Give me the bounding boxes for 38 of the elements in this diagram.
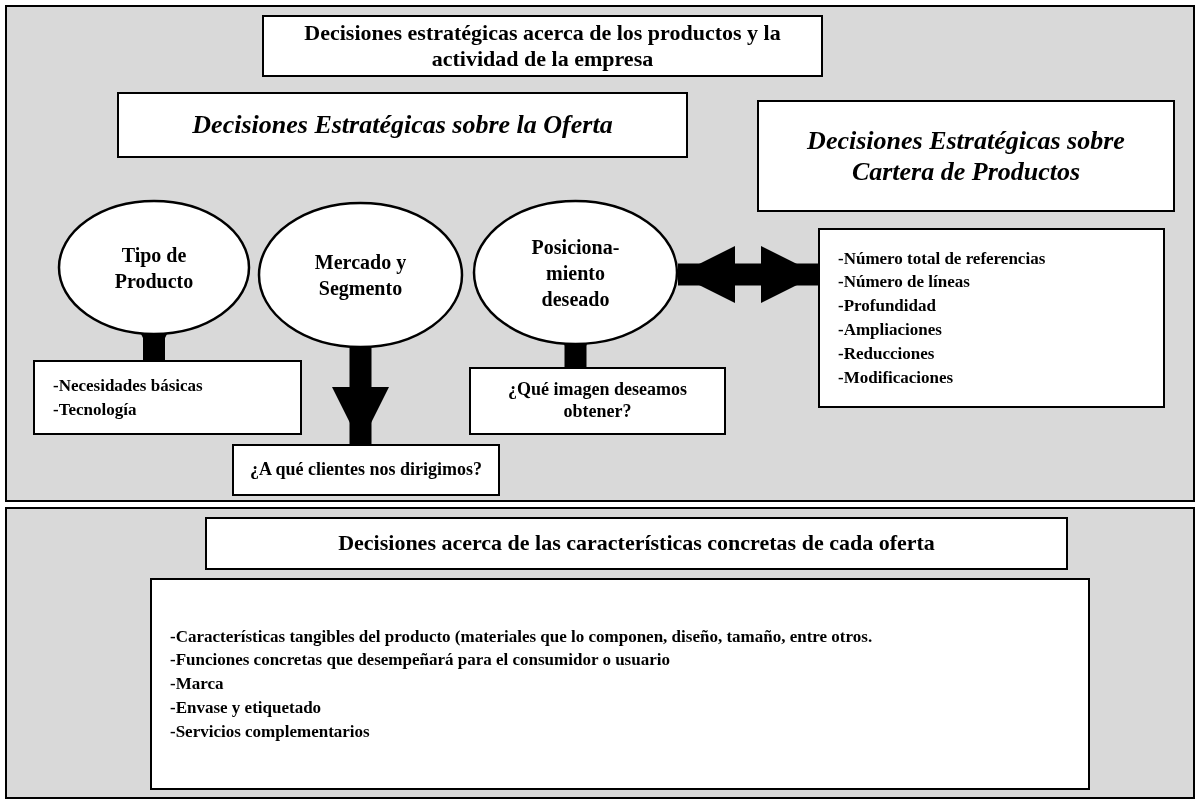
heading-box [205,517,1068,570]
list-item: -Servicios complementarios [170,720,370,743]
label: Decisiones Estratégicas sobre la Oferta [192,109,613,141]
list-box [150,578,1090,790]
heading-box [117,92,688,158]
list-item: -Envase y etiquetado [170,696,322,719]
label: ¿Qué imagen deseamos obtener? [507,379,688,423]
list-item: -Marca [170,673,224,696]
list-item: -Características tangibles del producto (materiales que lo componen, diseño, tamaño, entre otros. [170,625,873,648]
label: Decisiones Estratégicas sobre Cartera de Productos [806,124,1126,188]
list-item: -Profundidad [838,295,936,318]
list-item: -Número de líneas [838,271,970,294]
list-box [33,360,302,435]
list-item: -Necesidades básicas [53,374,203,397]
heading-box [262,15,823,77]
label: Tipo de Producto [113,242,195,294]
label: Decisiones estratégicas acerca de los productos y la actividad de la empresa [303,19,782,73]
block-arrow [678,245,818,304]
ellipse [58,200,250,335]
list-box [818,228,1165,408]
label: Decisiones acerca de las características concretas de cada oferta [338,530,935,557]
block-arrow [331,348,390,444]
heading-box [757,100,1175,212]
label: Posiciona- miento deseado [530,234,621,312]
question-box [469,367,726,435]
panel-background [5,507,1195,799]
list-item: -Ampliaciones [838,319,942,341]
list-item: -Tecnología [53,398,137,421]
question-box [232,444,500,496]
label: ¿A qué clientes nos dirigimos? [250,459,482,481]
list-item: -Modificaciones [838,366,954,389]
label: Mercado y Segmento [313,250,408,301]
panel-background [5,5,1195,502]
list-item: -Funciones concretas que desempeñará para el consumidor o usuario [170,649,670,672]
ellipse [473,200,678,345]
ellipse [258,202,463,348]
list-item: -Número total de referencias [838,247,1046,270]
list-item: -Reducciones [838,342,935,365]
